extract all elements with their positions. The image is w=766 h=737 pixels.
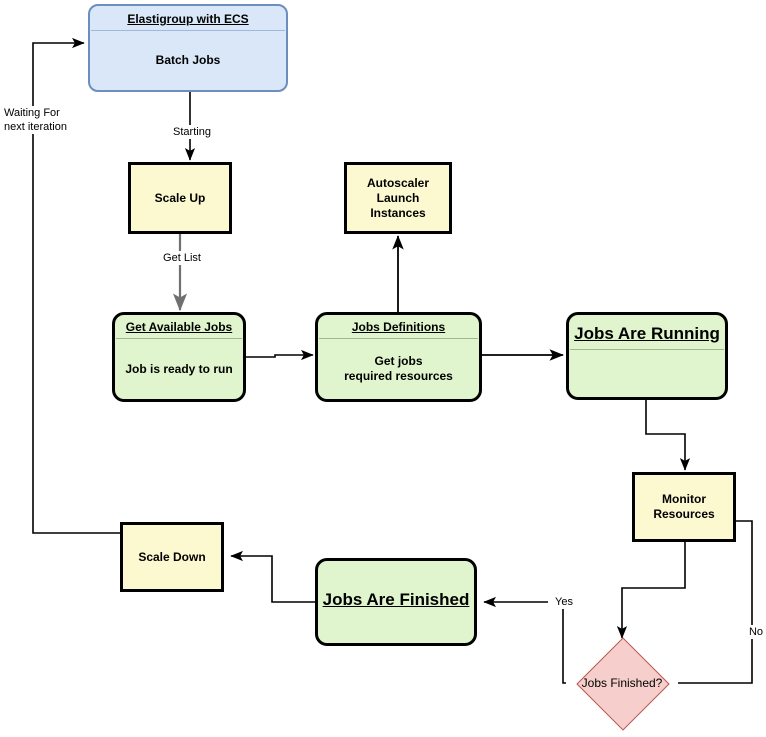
node-divider [91, 30, 285, 31]
node-divider [319, 338, 478, 339]
node-jobs-definitions[interactable]: Jobs Definitions Get jobs required resou… [315, 312, 482, 402]
node-autoscaler-launch-instances[interactable]: Autoscaler Launch Instances [344, 162, 452, 234]
node-body: Scale Down [138, 549, 206, 564]
node-divider [116, 338, 242, 339]
edge-label-get-list: Get List [152, 251, 212, 265]
edge-get-available-jobs-to-jobs-definitions [246, 349, 314, 361]
edge-jobs-are-finished-to-scale-down [230, 550, 315, 603]
node-title: Elastigroup with ECS [127, 12, 249, 26]
node-elastigroup-with-ecs[interactable]: Elastigroup with ECS Batch Jobs [88, 4, 288, 92]
node-body: Scale Up [154, 190, 206, 205]
node-body: Autoscaler Launch Instances [366, 175, 430, 220]
node-title: Jobs Are Finished [322, 590, 470, 609]
node-title: Jobs Are Running [574, 324, 720, 343]
node-title: Get Available Jobs [125, 320, 233, 334]
node-body: Monitor Resources [653, 492, 715, 521]
node-body: Batch Jobs [155, 53, 221, 67]
node-jobs-are-finished[interactable]: Jobs Are Finished [315, 558, 477, 646]
edge-monitor-resources-to-decision [616, 542, 686, 639]
edge-label-starting: Starting [158, 125, 226, 139]
edge-jobs-are-running-to-monitor-resources [645, 400, 691, 471]
node-divider [570, 349, 724, 350]
node-scale-down[interactable]: Scale Down [120, 522, 224, 592]
node-title: Jobs Definitions [351, 320, 446, 334]
edge-label-yes: Yes [548, 595, 580, 609]
edge-label-no: No [744, 625, 766, 639]
node-body: Job is ready to run [125, 361, 233, 376]
node-get-available-jobs[interactable]: Get Available Jobs Job is ready to run [112, 312, 246, 402]
edge-label-waiting-for-next-iteration: Waiting For next iteration [2, 106, 82, 134]
edge-decision-yes-to-jobs-are-finished [483, 596, 566, 684]
edge-decision-no-to-monitor-resources [678, 515, 753, 684]
node-body: Get jobs required resources [344, 354, 453, 383]
node-jobs-finished-decision-label: Jobs Finished? [581, 676, 663, 690]
node-monitor-resources[interactable]: Monitor Resources [632, 472, 736, 542]
node-body [569, 350, 725, 397]
node-jobs-are-running[interactable]: Jobs Are Running [566, 312, 728, 400]
node-scale-up[interactable]: Scale Up [128, 162, 232, 234]
